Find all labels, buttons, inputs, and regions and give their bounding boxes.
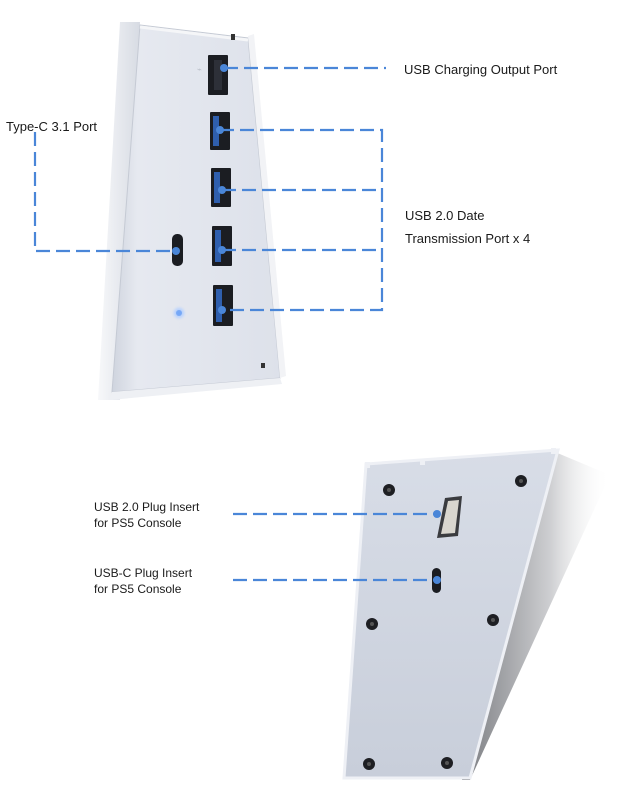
usb-a-plug-insert [437, 496, 462, 538]
label-usb-plug-line1: USB 2.0 Plug Insert [94, 500, 200, 514]
usb-2.0-port-4 [213, 285, 233, 326]
label-type-c-port: Type-C 3.1 Port [6, 119, 98, 134]
label-usbc-plug-line1: USB-C Plug Insert [94, 566, 193, 580]
label-usb20-line1: USB 2.0 Date [405, 208, 485, 223]
callout-lines-bottom [233, 512, 437, 582]
hub-bottom-plate [342, 448, 560, 780]
hub-tab [231, 34, 235, 40]
hub-front-view: ⌁ [98, 22, 286, 400]
callout-usb20-bracket [220, 128, 384, 312]
callout-lines-top [33, 66, 386, 312]
label-usb20-line2: Transmission Port x 4 [405, 231, 531, 246]
hub-side-flange [98, 22, 140, 400]
label-usb-plug-line2: for PS5 Console [94, 516, 182, 530]
callout-type-c-line [33, 132, 176, 253]
hub-tab [261, 363, 265, 368]
label-usbc-plug-line2: for PS5 Console [94, 582, 182, 596]
svg-text:⌁: ⌁ [197, 65, 202, 74]
hub-right-rim [248, 34, 286, 378]
hub-bottom-view [342, 448, 610, 780]
callout-dots-top [172, 64, 228, 314]
label-usb-charging-output-port: USB Charging Output Port [404, 62, 558, 77]
hub-shadow [462, 452, 610, 780]
